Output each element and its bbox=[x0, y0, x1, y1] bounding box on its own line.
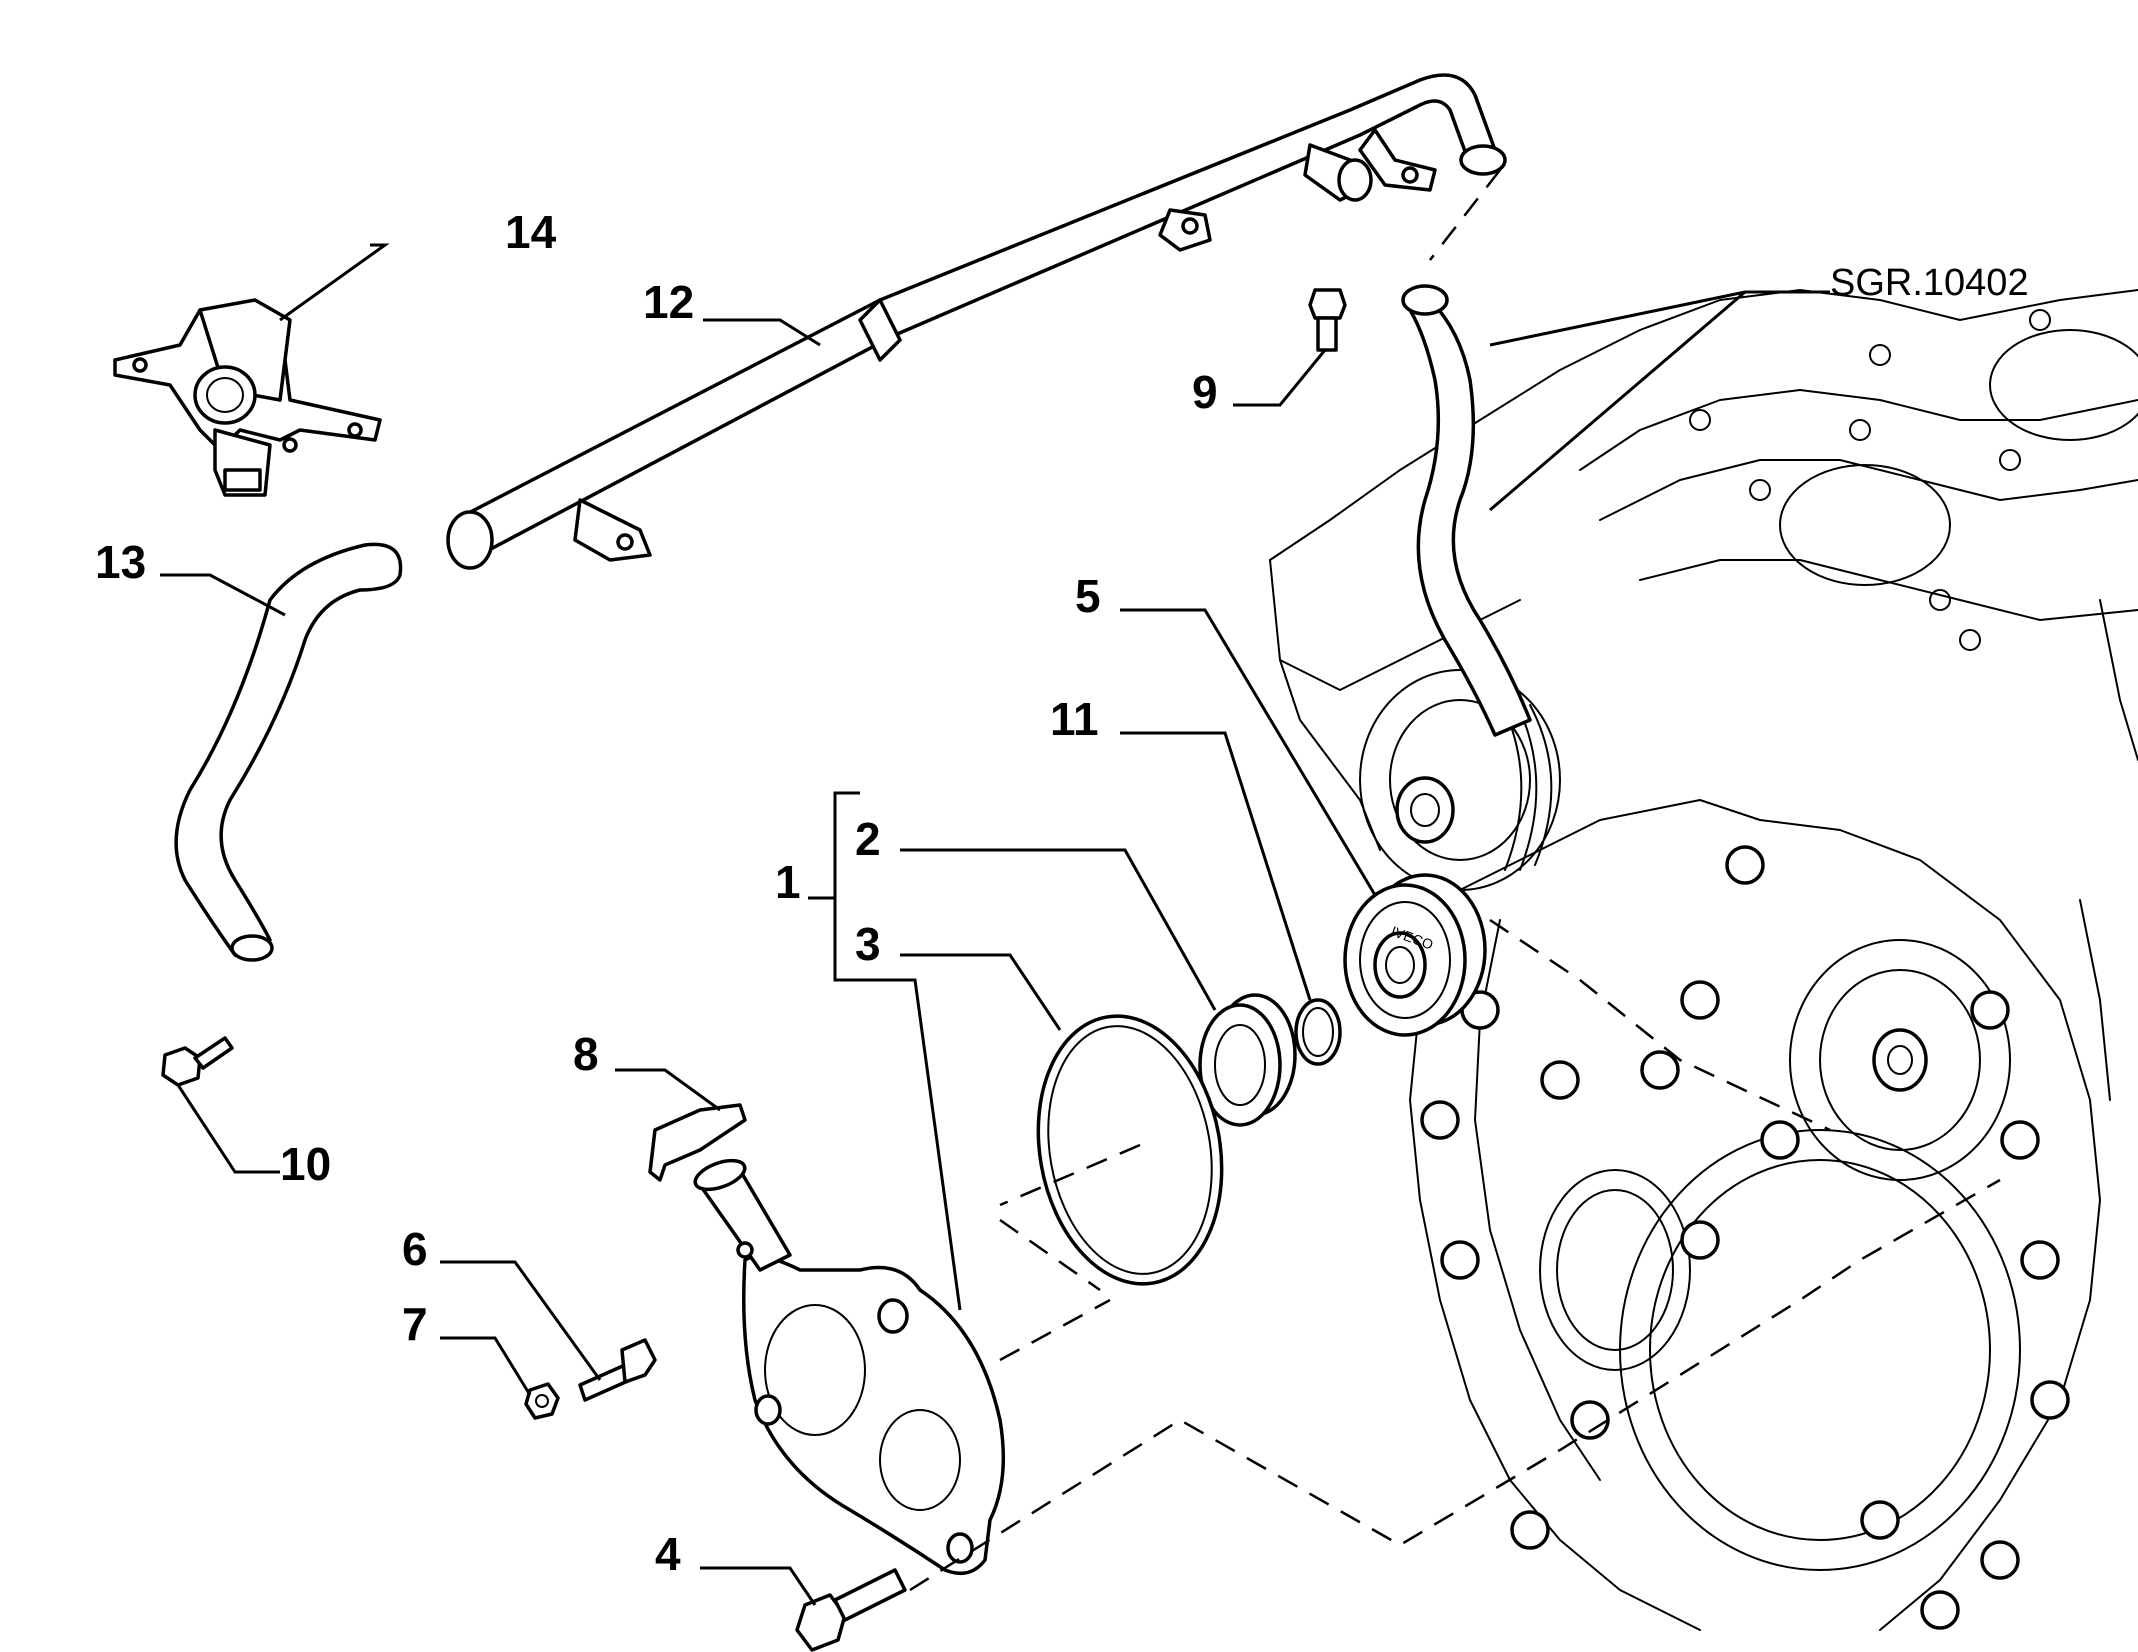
stud-bolt-6 bbox=[578, 1338, 657, 1402]
hose-13 bbox=[174, 542, 403, 962]
ring-11 bbox=[1294, 998, 1342, 1066]
seal-5: IVECO bbox=[1343, 873, 1487, 1037]
callout-12: 12 bbox=[643, 276, 694, 328]
callout-5: 5 bbox=[1075, 570, 1101, 622]
callout-4: 4 bbox=[655, 1528, 681, 1580]
bolt-10 bbox=[161, 1036, 234, 1087]
callout-8: 8 bbox=[573, 1028, 599, 1080]
callout-1: 1 bbox=[775, 856, 801, 908]
callout-3: 3 bbox=[855, 918, 881, 970]
bolt-4 bbox=[795, 1568, 907, 1652]
sensor-8 bbox=[648, 1103, 747, 1182]
callout-6: 6 bbox=[402, 1223, 428, 1275]
assembly-lines bbox=[909, 169, 2001, 1592]
shaft-seal-2 bbox=[1198, 993, 1297, 1127]
callout-11: 11 bbox=[1050, 693, 1099, 745]
water-pump-housing-1 bbox=[693, 1158, 1006, 1576]
callout-10: 10 bbox=[280, 1138, 331, 1190]
callout-9: 9 bbox=[1192, 366, 1218, 418]
callout-13: 13 bbox=[95, 536, 146, 588]
engine-hose bbox=[1401, 284, 1532, 737]
callout-7: 7 bbox=[402, 1298, 428, 1350]
reference-code: SGR.10402 bbox=[1830, 262, 2029, 304]
callout-labels: 14 12 13 9 10 5 11 2 3 1 8 6 7 4 SGR.104… bbox=[95, 206, 2029, 1580]
engine-bolts bbox=[1420, 845, 2070, 1630]
callout-14: 14 bbox=[505, 206, 557, 258]
bolt-9 bbox=[1308, 288, 1347, 352]
engine-block bbox=[1269, 289, 2138, 1631]
callout-2: 2 bbox=[855, 813, 881, 865]
coolant-pipe-12 bbox=[446, 73, 1507, 570]
nut-7 bbox=[524, 1382, 560, 1420]
leader-lines bbox=[160, 243, 1830, 1606]
bracket-14 bbox=[113, 298, 382, 497]
